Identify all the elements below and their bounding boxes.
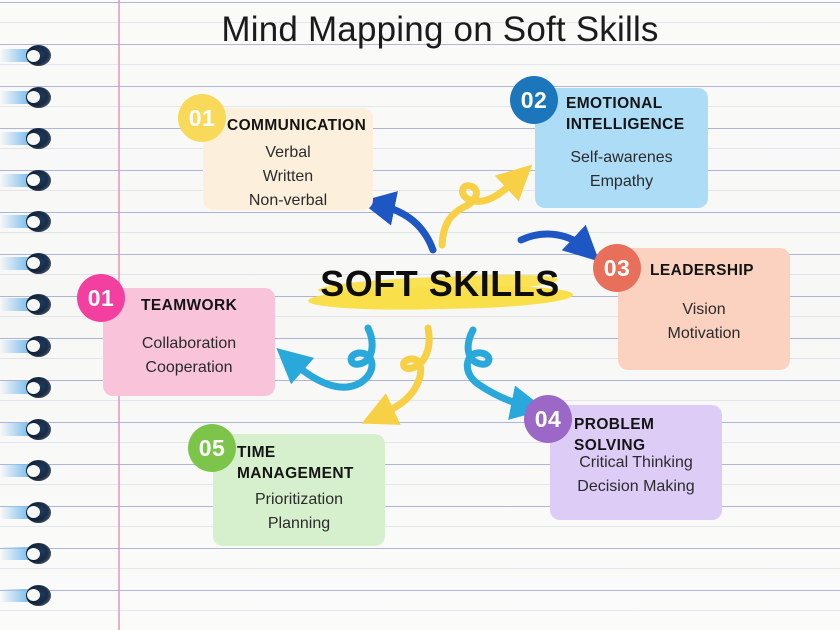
spiral-ring bbox=[0, 128, 62, 149]
spiral-ring-hole bbox=[27, 215, 40, 228]
card-badge-time-management: 05 bbox=[188, 424, 236, 472]
card-communication[interactable]: 01 COMMUNICATION Verbal Written Non-verb… bbox=[178, 94, 373, 210]
card-title-teamwork: TEAMWORK bbox=[141, 297, 238, 314]
spiral-ring bbox=[0, 501, 62, 523]
spiral-ring bbox=[0, 86, 62, 108]
spiral-ring-hole bbox=[27, 298, 40, 311]
spiral-ring-hole bbox=[27, 547, 40, 560]
spiral-ring bbox=[0, 377, 62, 398]
spiral-ring-hole bbox=[27, 589, 40, 601]
spiral-ring bbox=[0, 211, 62, 232]
spiral-ring bbox=[0, 543, 62, 564]
spiral-ring-hole bbox=[27, 506, 40, 518]
spiral-ring bbox=[0, 418, 62, 440]
central-node: SOFT SKILLS bbox=[300, 255, 580, 335]
card-badge-communication: 01 bbox=[178, 94, 226, 142]
card-body-time-management: Prioritization Planning bbox=[254, 491, 344, 532]
card-body-emotional-intelligence: Self-awarenes Empathy bbox=[570, 149, 673, 190]
spiral-ring bbox=[0, 460, 62, 481]
spiral-ring-hole bbox=[27, 423, 40, 435]
spiral-binding bbox=[0, 0, 80, 630]
card-badge-leadership: 03 bbox=[593, 244, 641, 292]
spiral-ring bbox=[0, 584, 62, 606]
spiral-ring bbox=[0, 335, 62, 357]
spiral-ring bbox=[0, 252, 62, 274]
card-time-management[interactable]: 05 TIME MANAGEMENT Prioritization Planni… bbox=[188, 424, 385, 546]
card-leadership[interactable]: 03 LEADERSHIP Vision Motivation bbox=[593, 244, 790, 370]
card-badge-emotional-intelligence: 02 bbox=[510, 76, 558, 124]
spiral-ring-hole bbox=[27, 464, 40, 477]
spiral-ring bbox=[0, 45, 62, 66]
spiral-ring-hole bbox=[27, 49, 40, 62]
spiral-ring-hole bbox=[27, 174, 40, 186]
card-title-time-management: TIME MANAGEMENT bbox=[237, 444, 354, 482]
card-title-communication: COMMUNICATION bbox=[227, 117, 367, 134]
card-badge-teamwork: 01 bbox=[77, 274, 125, 322]
spiral-ring bbox=[0, 169, 62, 191]
card-body-problem-solving: Critical Thinking Decision Making bbox=[577, 454, 695, 495]
card-body-communication: Verbal Written Non-verbal bbox=[248, 144, 328, 209]
spiral-ring-hole bbox=[27, 381, 40, 394]
card-title-leadership: LEADERSHIP bbox=[650, 262, 754, 279]
card-emotional-intelligence[interactable]: 02 EMOTIONAL INTELLIGENCE Self-awarenes … bbox=[510, 76, 708, 208]
card-title-emotional-intelligence: EMOTIONAL INTELLIGENCE bbox=[566, 95, 685, 133]
card-teamwork[interactable]: 01 TEAMWORK Collaboration Cooperation bbox=[77, 274, 275, 396]
central-node-label: SOFT SKILLS bbox=[320, 263, 560, 304]
card-badge-problem-solving: 04 bbox=[524, 395, 572, 443]
spiral-ring-hole bbox=[27, 132, 40, 145]
card-body-leadership: Vision Motivation bbox=[667, 301, 741, 342]
spiral-ring-hole bbox=[27, 91, 40, 103]
card-body-teamwork: Collaboration Cooperation bbox=[141, 335, 237, 376]
spiral-ring bbox=[0, 294, 62, 315]
card-problem-solving[interactable]: 04 PROBLEM SOLVING Critical Thinking Dec… bbox=[524, 395, 722, 520]
spiral-ring-hole bbox=[27, 257, 40, 269]
spiral-ring-hole bbox=[27, 340, 40, 352]
page-title: Mind Mapping on Soft Skills bbox=[221, 10, 659, 49]
card-title-problem-solving: PROBLEM SOLVING bbox=[574, 416, 655, 454]
